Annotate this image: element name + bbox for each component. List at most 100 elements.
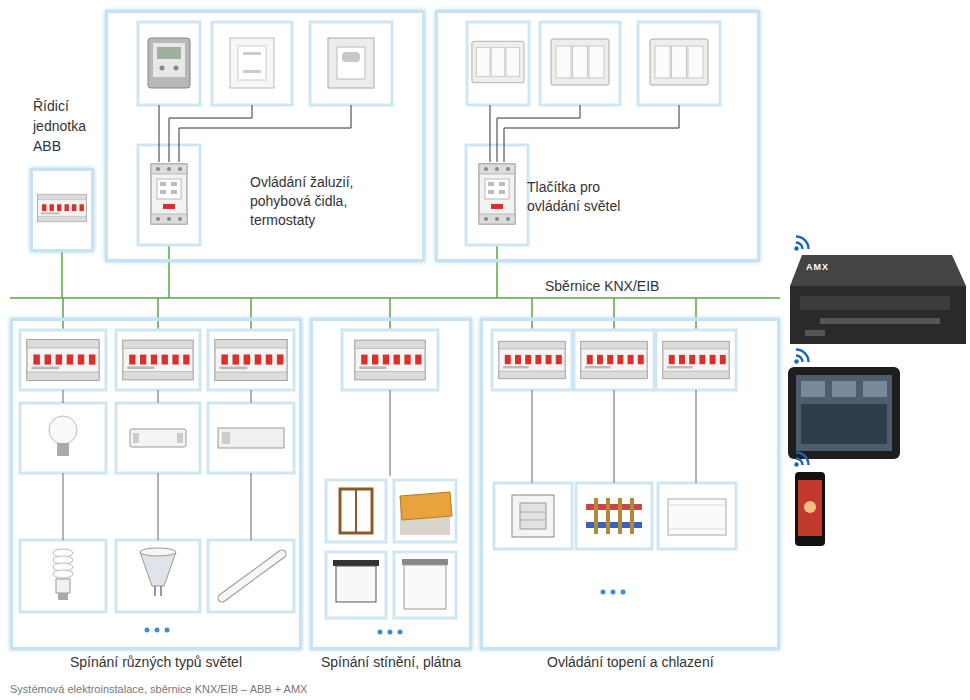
tablet: [788, 367, 900, 459]
ellipsis-dots: [601, 590, 626, 595]
wire: [63, 390, 251, 540]
wifi-icon: [794, 453, 808, 467]
light-switch: [650, 39, 708, 85]
wire: [532, 390, 696, 483]
sensor-group-art: [138, 22, 392, 245]
image-box: [116, 403, 200, 473]
image-box: [20, 330, 106, 390]
bus-stub: [531, 298, 533, 330]
group-caption: Ovládání topení a chlazení: [547, 653, 714, 672]
ellipsis-dots: [145, 628, 170, 633]
bus-stub: [250, 298, 252, 330]
awning: [400, 492, 452, 535]
group-box: Ovládání topení a chlazení: [480, 318, 780, 650]
ellipsis-dots: [378, 630, 403, 635]
group-caption: Spínání různých typů světel: [70, 653, 242, 672]
bus-stub: [61, 252, 63, 298]
switch-group-art: [466, 22, 720, 245]
image-box: [326, 552, 386, 618]
led-driver: [130, 429, 186, 447]
actuator: [215, 340, 287, 381]
actuator: [355, 340, 425, 380]
radiator: [668, 499, 726, 535]
image-box: [576, 483, 652, 549]
image-box: [540, 22, 620, 105]
group-caption: Spínání stínění, plátna: [321, 653, 461, 672]
node-label: Ovládání žaluzií, pohybová čidla, termos…: [250, 173, 400, 230]
image-box: [492, 330, 572, 390]
image-box: [574, 330, 654, 390]
wifi-icon: [794, 350, 808, 364]
bus-stub: [695, 298, 697, 330]
image-box: [342, 330, 438, 390]
light-switch: [472, 41, 524, 82]
image-box: [310, 22, 392, 105]
bus-stub: [168, 245, 170, 298]
cfl-bulb: [53, 549, 73, 600]
bus-stub: [62, 298, 64, 330]
group-box: Spínání stínění, plátna: [310, 318, 472, 650]
bus-line: [10, 297, 780, 299]
image-box: [20, 540, 106, 612]
image-box: [494, 483, 572, 549]
roller-blind: [402, 559, 448, 609]
din-module: [38, 194, 87, 222]
image-box: [208, 330, 294, 390]
actuator: [499, 341, 565, 378]
brand-logo: AMX: [806, 262, 829, 272]
image-box: [116, 540, 200, 612]
hvac-group-art: [492, 330, 736, 595]
din-module: [479, 164, 515, 224]
wire: [390, 390, 391, 476]
control-unit: [38, 194, 87, 222]
group-box: Spínání různých typů světel: [10, 318, 302, 650]
shading-group-art: [326, 330, 456, 635]
wire: [490, 105, 679, 162]
window-blind: [340, 489, 372, 533]
control-panel: [230, 38, 274, 88]
image-box: [326, 480, 386, 542]
image-box: [208, 403, 294, 473]
wifi-icon: [794, 237, 808, 251]
image-box: [208, 540, 294, 612]
din-module: [151, 164, 187, 224]
light-bulb: [49, 416, 77, 456]
phone: [795, 472, 825, 546]
fan-coil: [512, 495, 554, 537]
actuator: [27, 340, 99, 381]
amx-controller: [790, 255, 966, 344]
fluorescent-tube: [222, 554, 282, 598]
projection-screen: [333, 560, 379, 602]
wire: [159, 105, 351, 162]
actuator: [663, 341, 729, 378]
node-label: Tlačítka pro ovládání světel: [527, 178, 647, 216]
node-heading: Řídicí jednotka ABB: [33, 96, 105, 156]
image-box: [467, 22, 529, 105]
bus-stub: [496, 245, 498, 298]
image-box: [394, 552, 456, 618]
image-box: [656, 330, 736, 390]
image-box: [138, 22, 200, 105]
motion-sensor: [328, 38, 374, 88]
actuator: [123, 340, 193, 380]
ballast: [218, 428, 284, 448]
actuator: [581, 341, 647, 378]
image-box: [20, 403, 106, 473]
bus-stub: [157, 298, 159, 330]
image-box: [658, 483, 736, 549]
lights-group-art: [20, 330, 294, 633]
bus-stub: [613, 298, 615, 330]
image-box: [212, 22, 292, 105]
image-box: [394, 480, 456, 542]
heating-manifold: [586, 498, 642, 534]
figure-caption: Systémová elektroinstalace, sběrnice KNX…: [10, 683, 307, 696]
halogen-spot: [140, 548, 176, 596]
image-box: [116, 330, 200, 390]
group-box: Tlačítka pro ovládání světel: [435, 10, 760, 262]
light-switch: [551, 39, 609, 85]
bus-stub: [389, 298, 391, 330]
amx-devices: [788, 237, 966, 547]
control-unit-box: Řídicí jednotka ABB: [30, 168, 94, 252]
